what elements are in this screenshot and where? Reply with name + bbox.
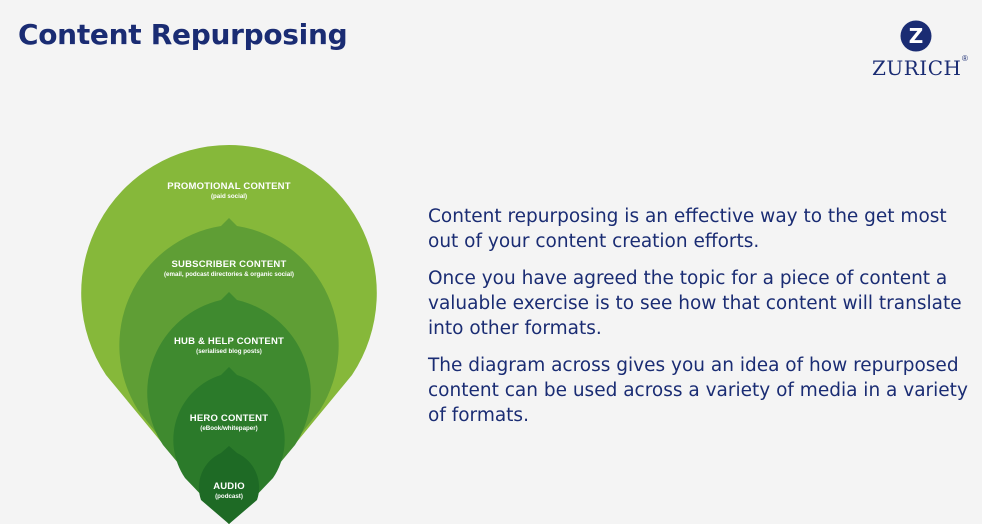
- zurich-z-icon: Z: [900, 20, 932, 52]
- layer-promotional-sublabel: (paid social): [211, 193, 247, 200]
- body-paragraph-2: Once you have agreed the topic for a pie…: [428, 268, 962, 339]
- layer-audio-shape: [198, 446, 260, 524]
- body-text: Content repurposing is an effective way …: [428, 204, 968, 440]
- layer-hero-label: HERO CONTENT: [190, 413, 268, 424]
- layer-audio-label: AUDIO: [213, 481, 245, 492]
- layer-audio: AUDIO (podcast): [198, 446, 260, 524]
- body-paragraph-3: The diagram across gives you an idea of …: [428, 355, 968, 426]
- layer-hub-help-sublabel: (serialised blog posts): [196, 348, 262, 355]
- layer-promotional-label: PROMOTIONAL CONTENT: [167, 181, 290, 192]
- registered-mark: ®: [962, 54, 968, 63]
- layer-hero-sublabel: (eBook/whitepaper): [200, 425, 257, 432]
- brand-name: ZURICH: [872, 56, 962, 80]
- layer-subscriber-sublabel: (email, podcast directories & organic so…: [164, 271, 294, 278]
- body-paragraph-1: Content repurposing is an effective way …: [428, 206, 947, 252]
- layer-audio-sublabel: (podcast): [215, 493, 243, 500]
- layer-subscriber-label: SUBSCRIBER CONTENT: [172, 259, 287, 270]
- layer-hub-help-label: HUB & HELP CONTENT: [174, 336, 284, 347]
- zurich-logo: Z ZURICH ®: [868, 20, 972, 82]
- logo-mark-letter: Z: [909, 24, 924, 48]
- slide-title: Content Repurposing: [18, 18, 348, 51]
